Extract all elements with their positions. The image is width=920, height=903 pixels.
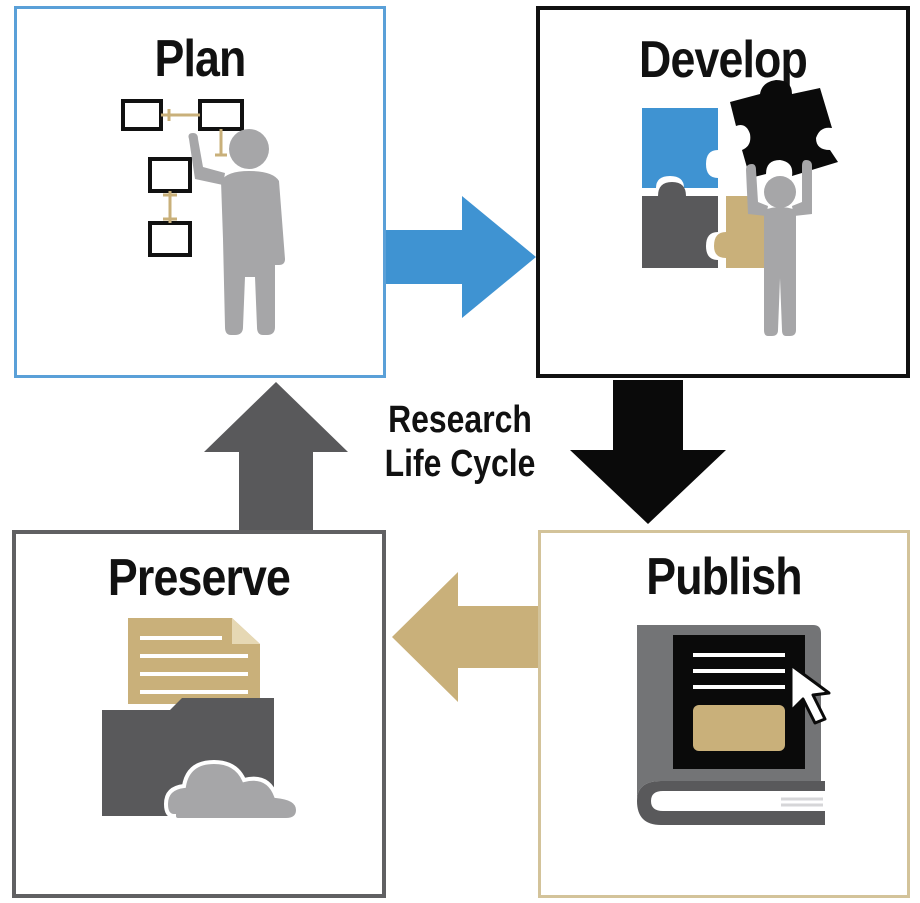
book-with-cursor-icon bbox=[637, 625, 831, 825]
arrow-publish-to-preserve bbox=[392, 572, 538, 702]
center-label-line2: Life Cycle bbox=[384, 443, 536, 485]
stage-develop: Develop bbox=[536, 6, 910, 378]
stage-publish-title: Publish bbox=[646, 548, 802, 606]
folder-document-cloud-icon bbox=[102, 618, 301, 822]
arrow-plan-to-develop bbox=[386, 196, 536, 318]
center-label: Research Life Cycle bbox=[359, 398, 561, 486]
arrow-preserve-to-plan bbox=[204, 382, 348, 530]
stage-develop-title: Develop bbox=[639, 31, 808, 89]
stage-preserve-title: Preserve bbox=[107, 549, 291, 607]
stage-publish: Publish bbox=[538, 530, 910, 898]
stage-preserve: Preserve bbox=[12, 530, 386, 898]
stage-plan-title: Plan bbox=[154, 30, 246, 88]
arrow-develop-to-publish bbox=[570, 380, 726, 524]
center-label-line1: Research bbox=[388, 399, 532, 441]
person-assembling-puzzle-icon bbox=[642, 80, 838, 336]
person-planning-flowchart-icon bbox=[121, 99, 285, 335]
stage-plan: Plan bbox=[14, 6, 386, 378]
